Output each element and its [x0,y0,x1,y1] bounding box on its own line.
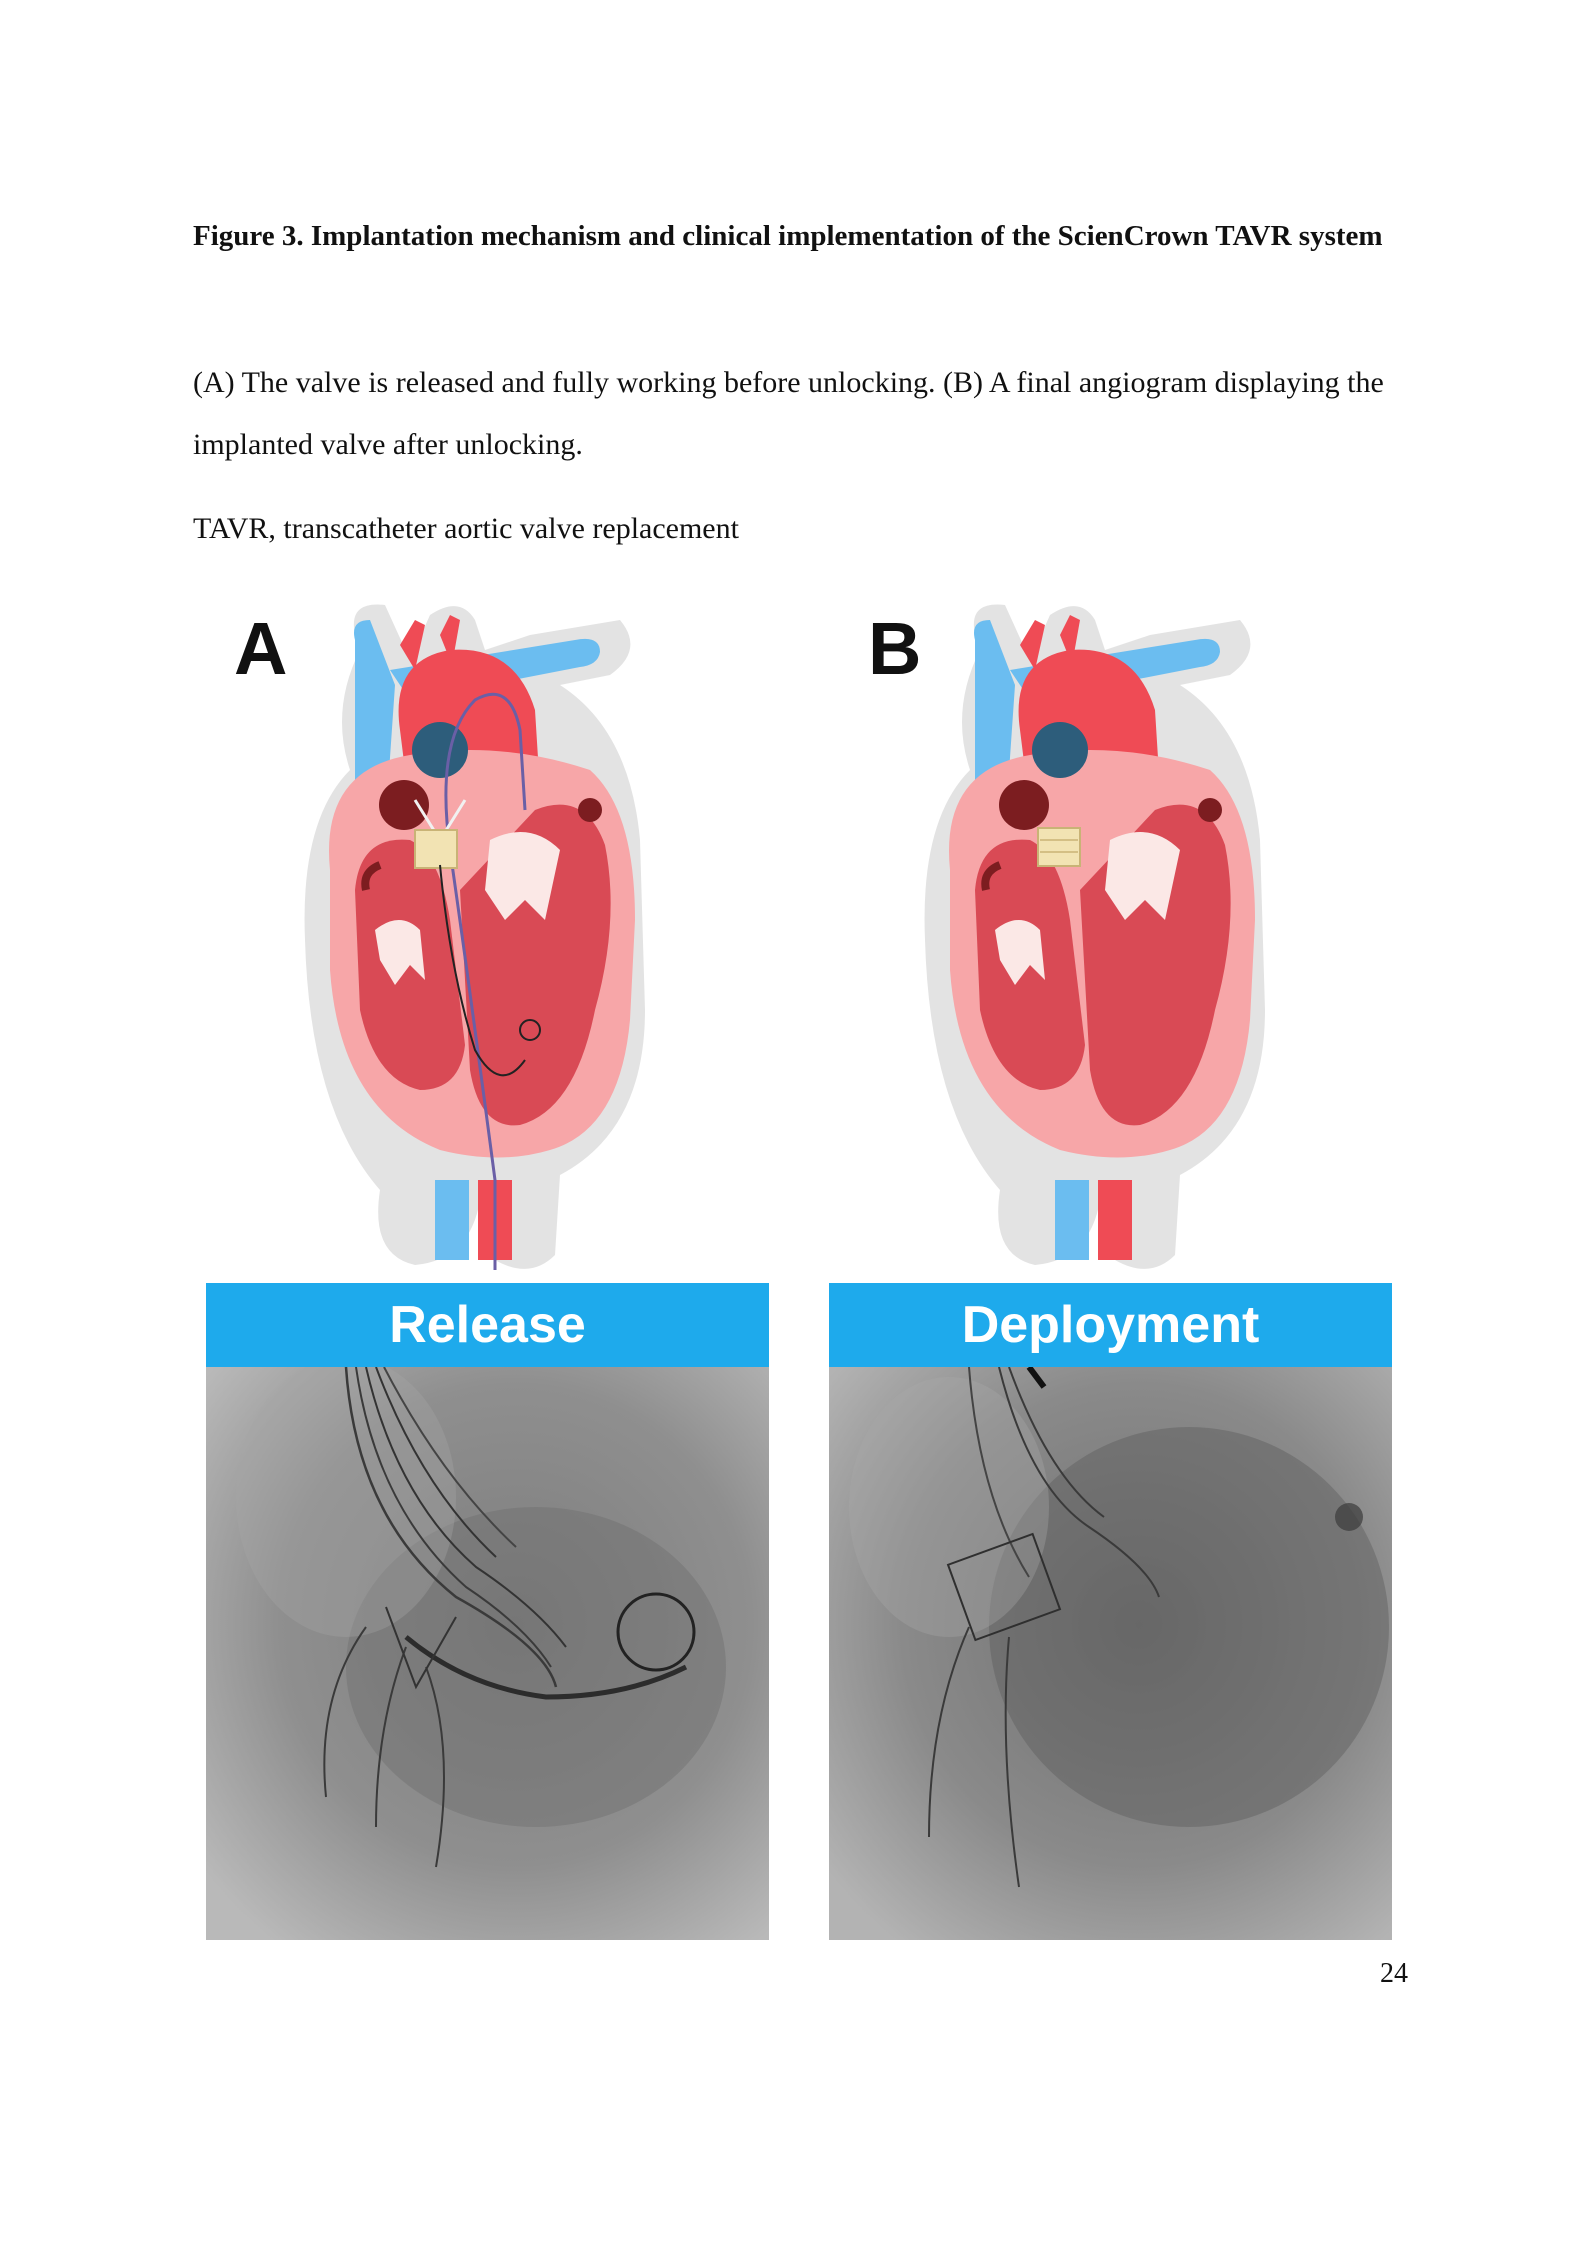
release-angiogram [206,1367,769,1940]
heart-with-implanted-valve-icon [924,604,1265,1269]
panel-label-b: B [868,607,922,690]
figure-description: (A) The valve is released and fully work… [193,366,1384,461]
page-number: 24 [1380,1958,1408,1989]
heart-with-catheter-valve-icon [304,604,645,1270]
deployment-angiogram [829,1367,1392,1940]
abbreviation-note: TAVR, transcatheter aortic valve replace… [193,512,739,545]
panel-label-a: A [234,607,288,690]
deployment-banner: Deployment [829,1283,1392,1367]
release-banner: Release [206,1283,769,1367]
figure-title: Figure 3. Implantation mechanism and cli… [193,220,1383,252]
